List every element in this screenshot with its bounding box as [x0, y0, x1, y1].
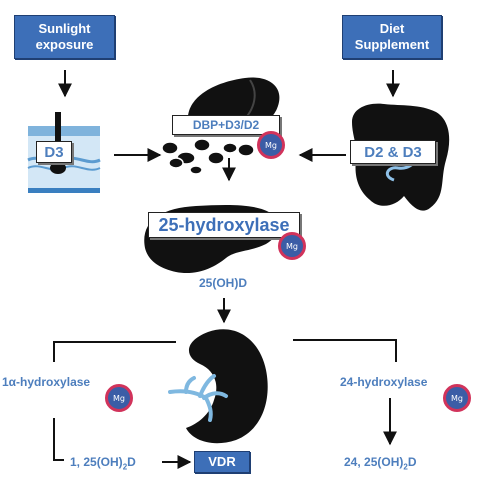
dbp-label: DBP+D3/D2 — [172, 115, 280, 135]
24-hydroxylase-label: 24-hydroxylase — [340, 375, 428, 389]
kidney-icon — [168, 329, 268, 444]
inactive-subscript: 2 — [403, 462, 408, 472]
sunlight-exposure-box: Sunlight exposure — [14, 15, 115, 59]
active-prefix: 1, 25(OH) — [70, 455, 123, 469]
inactive-suffix: D — [407, 455, 417, 469]
magnesium-badge-1-alpha: Mg — [105, 384, 133, 412]
diet-line-2: Supplement — [354, 37, 430, 52]
active-vitamin-d-label: 1, 25(OH)2D — [70, 455, 136, 471]
sunlight-line-2: exposure — [35, 37, 94, 52]
magnesium-badge-24-hydroxylase: Mg — [443, 384, 471, 412]
active-suffix: D — [127, 455, 136, 469]
diet-line-1: Diet — [379, 21, 405, 36]
25-hydroxylase-label: 25-hydroxylase — [148, 212, 300, 238]
skin-d3-label: D3 — [36, 141, 72, 163]
diet-supplement-box: Diet Supplement — [342, 15, 442, 59]
pathway-arrows — [53, 70, 400, 469]
magnesium-badge-liver-dbp: Mg — [257, 131, 285, 159]
blood-cells-icon — [161, 138, 255, 175]
vdr-box: VDR — [194, 451, 250, 473]
magnesium-badge-25-hydroxylase: Mg — [278, 232, 306, 260]
active-subscript: 2 — [122, 462, 128, 472]
1-alpha-hydroxylase-label: 1α-hydroxylase — [2, 375, 91, 389]
inactive-vitamin-d-label: 24, 25(OH)2D — [344, 455, 416, 471]
25-oh-d-label: 25(OH)D — [199, 276, 248, 290]
sunlight-line-1: Sunlight — [38, 21, 91, 36]
inactive-prefix: 24, 25(OH) — [344, 455, 404, 469]
intestine-label: D2 & D3 — [350, 140, 436, 164]
skin-icon — [27, 112, 101, 193]
